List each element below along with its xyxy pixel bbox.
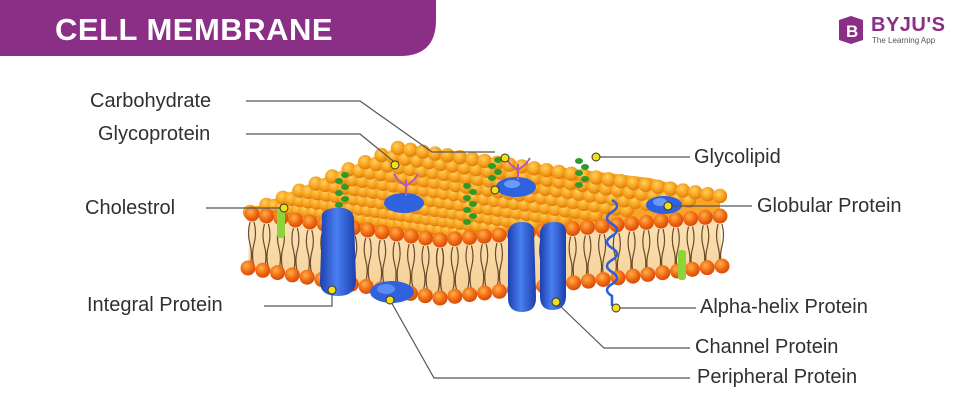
- lipid-head: [626, 176, 640, 190]
- lipid-head: [700, 187, 714, 201]
- glyco-chain-bead: [494, 169, 502, 175]
- lipid-head: [638, 178, 652, 192]
- label-glycolipid: Glycolipid: [694, 146, 781, 168]
- lipid-head: [713, 189, 727, 203]
- lipid-head: [245, 207, 260, 222]
- label-glycoprotein: Glycoprotein: [98, 123, 210, 145]
- lipid-head: [527, 161, 541, 175]
- lipid-head: [391, 141, 405, 155]
- lipid-head: [418, 288, 433, 303]
- glyco-chain-bead: [488, 163, 496, 169]
- carbohydrate-line: [246, 101, 495, 152]
- lipid-head: [625, 269, 640, 284]
- lipid-head: [285, 267, 300, 282]
- lipid-head: [492, 284, 507, 299]
- lipid-head: [403, 143, 417, 157]
- lipid-head: [404, 229, 419, 244]
- glyco-chain-bead: [575, 170, 583, 176]
- glyco-chain-bead: [463, 183, 471, 189]
- glyco-chain-bead: [575, 158, 583, 164]
- lipid-head: [640, 267, 655, 282]
- glyco-chain-bead: [581, 164, 589, 170]
- lipid-head: [259, 209, 274, 224]
- glyco-chain-bead: [581, 176, 589, 182]
- glyco-chain-bead: [469, 213, 477, 219]
- lipid-head: [683, 211, 698, 226]
- lipid-head: [639, 215, 654, 230]
- lipid-head: [663, 181, 677, 195]
- lipid-head: [302, 215, 317, 230]
- lipid-head: [418, 231, 433, 246]
- integral-protein-line: [264, 292, 332, 306]
- lipid-head: [288, 213, 303, 228]
- lipid-head: [241, 261, 256, 276]
- label-channel-protein: Channel Protein: [695, 336, 838, 358]
- lipid-head: [685, 262, 700, 277]
- lipid-head: [447, 289, 462, 304]
- lipid-head: [477, 229, 492, 244]
- lipid-head: [713, 209, 728, 224]
- lipid-head: [270, 265, 285, 280]
- lipid-head: [700, 260, 715, 275]
- label-integral-protein: Integral Protein: [87, 294, 223, 316]
- lipid-head: [614, 174, 628, 188]
- glyco-chain-bead: [335, 202, 343, 208]
- lipid-head: [389, 227, 404, 242]
- peripheral-protein-line: [390, 300, 690, 378]
- glyco-chain-bead: [335, 190, 343, 196]
- lipid-head: [477, 285, 492, 300]
- lipid-head: [440, 148, 454, 162]
- glyco-chain-bead: [488, 175, 496, 181]
- label-cholestrol: Cholestrol: [85, 197, 175, 219]
- lipid-head: [655, 265, 670, 280]
- glyco-chain-bead: [469, 189, 477, 195]
- label-peripheral-protein: Peripheral Protein: [697, 366, 857, 388]
- glyco-chain-bead: [463, 195, 471, 201]
- lipid-head: [433, 291, 448, 306]
- channel-protein-line: [556, 302, 690, 348]
- lipid-head: [676, 183, 690, 197]
- lipid-head: [428, 146, 442, 160]
- lipid-head: [589, 170, 603, 184]
- lipid-head: [651, 180, 665, 194]
- glyco-chain-bead: [575, 182, 583, 188]
- lipid-head: [566, 275, 581, 290]
- lipid-head: [375, 225, 390, 240]
- glyco-chain-bead: [341, 184, 349, 190]
- integral-protein-shape: [320, 208, 356, 296]
- lipid-head: [416, 144, 430, 158]
- lipid-head: [360, 223, 375, 238]
- glyco-chain-bead: [341, 196, 349, 202]
- label-alpha-helix-protein: Alpha-helix Protein: [700, 296, 868, 318]
- lipid-head: [580, 220, 595, 235]
- lipid-head: [688, 185, 702, 199]
- lipid-head: [715, 259, 730, 274]
- lipid-head: [596, 272, 611, 287]
- glyco-chain-bead: [463, 219, 471, 225]
- lipid-head: [552, 165, 566, 179]
- lipid-head: [539, 163, 553, 177]
- lipid-head: [581, 274, 596, 289]
- lipid-head: [300, 270, 315, 285]
- glyco-chain-bead: [469, 201, 477, 207]
- glyco-chain-bead: [335, 178, 343, 184]
- lipid-head: [565, 221, 580, 236]
- glyco-chain-bead: [463, 207, 471, 213]
- lipid-head: [698, 210, 713, 225]
- lipid-head: [465, 152, 479, 166]
- lipid-head: [668, 212, 683, 227]
- lipid-head: [601, 172, 615, 186]
- lipid-head: [255, 263, 270, 278]
- label-carbohydrate: Carbohydrate: [90, 90, 211, 112]
- label-globular-protein: Globular Protein: [757, 195, 902, 217]
- lipid-head: [433, 233, 448, 248]
- lipid-head: [624, 216, 639, 231]
- lipid-head: [462, 287, 477, 302]
- glyco-chain-bead: [341, 172, 349, 178]
- lipid-head: [462, 230, 477, 245]
- lipid-head: [447, 231, 462, 246]
- lipid-head: [654, 214, 669, 229]
- lipid-head: [491, 227, 506, 242]
